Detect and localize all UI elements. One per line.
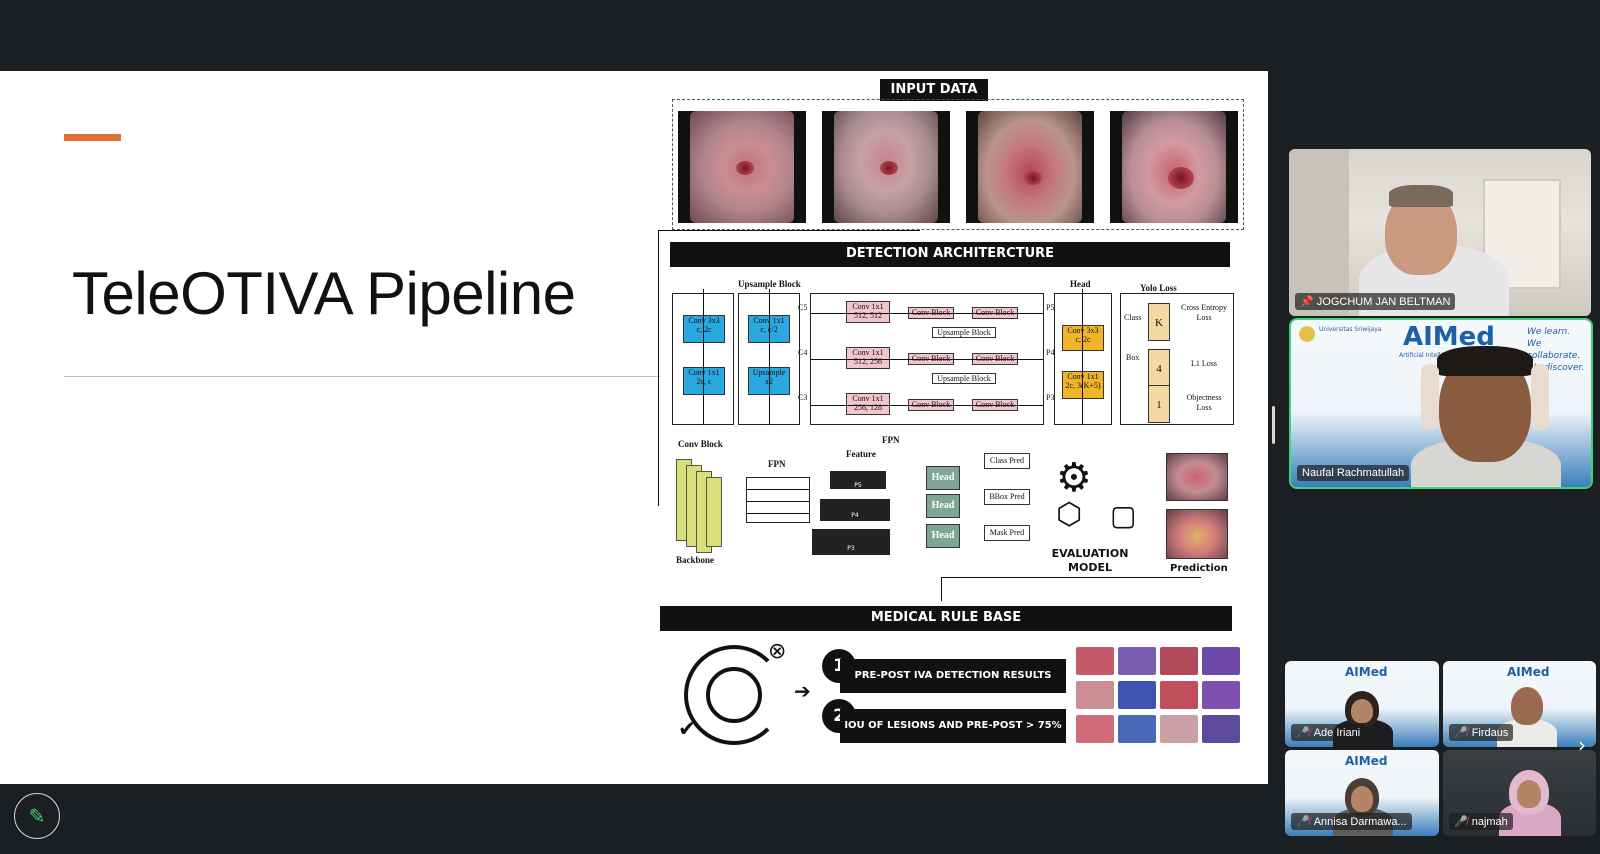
magnifier-icon [706, 667, 762, 723]
mic-muted-icon: 🎤̸ [1454, 816, 1468, 828]
participant-name-tag: 🎤̸Annisa Darmawa... [1291, 813, 1412, 830]
accent-bar [64, 134, 121, 141]
shared-slide: TeleOTIVA Pipeline INPUT DATA DETECTION … [0, 71, 1268, 784]
gear-icon: ⚙ [1056, 455, 1092, 501]
fpn-label: FPN [768, 459, 786, 469]
input-image-3 [966, 111, 1094, 223]
medical-rule-base-label: MEDICAL RULE BASE [660, 606, 1232, 631]
head-block-1: Head [926, 466, 960, 490]
headphone-icon [1421, 364, 1439, 430]
rule-1: PRE-POST IVA DETECTION RESULTS [840, 659, 1066, 693]
slide-title: TeleOTIVA Pipeline [72, 260, 576, 327]
rule-2: IOU OF LESIONS AND PRE-POST > 75% [840, 709, 1066, 743]
participant-tile-2[interactable]: Universitas Sriwijaya AIMed Artificial I… [1289, 318, 1593, 489]
university-logo-icon [1299, 326, 1315, 342]
aimed-tagline: We learn. We collaborate. We discover. [1527, 327, 1585, 373]
backbone-label: Backbone [676, 555, 715, 565]
input-image-2 [822, 111, 950, 223]
panel-resize-handle[interactable] [1272, 406, 1275, 444]
head-title: Head [1070, 279, 1091, 289]
mic-muted-icon: 🎤̸ [1296, 816, 1310, 828]
conv-block-label: Conv Block [678, 439, 723, 449]
participant-name-tag: 🎤̸Ade Iriani [1291, 724, 1366, 741]
participant-name-tag: Naufal Rachmatullah [1297, 465, 1410, 481]
evaluation-model-label: EVALUATION MODEL [1051, 547, 1129, 574]
participant-tile-6[interactable]: 🎤̸najmah [1443, 750, 1596, 836]
upsample-block-title: Upsample Block [738, 279, 801, 289]
pin-icon: 📌 [1300, 296, 1317, 308]
pipeline-figure: INPUT DATA DETECTION ARCHITERCTURE Conv … [658, 79, 1264, 781]
participant-tile-1[interactable]: 📌 JOGCHUM JAN BELTMAN [1289, 149, 1591, 316]
prediction-label: Prediction [1170, 563, 1228, 574]
title-divider [64, 376, 660, 377]
participant-name-tag: 📌 JOGCHUM JAN BELTMAN [1295, 293, 1456, 310]
pencil-icon: ✎ [28, 804, 46, 828]
participant-name-tag: 🎤̸Firdaus [1449, 724, 1514, 741]
participant-tile-5[interactable]: AIMed 🎤̸Annisa Darmawa... [1285, 750, 1439, 836]
fpn-label-2: FPN [882, 435, 900, 445]
mic-muted-icon: 🎤̸ [1296, 727, 1310, 739]
prediction-image-2 [1166, 509, 1228, 559]
detection-architecture-label: DETECTION ARCHITERCTURE [670, 242, 1230, 267]
yolo-loss-title: Yolo Loss [1140, 283, 1177, 293]
head-block-3: Head [926, 524, 960, 548]
input-data-box [672, 99, 1244, 230]
check-icon: ✔ [678, 717, 697, 742]
prediction-image-1 [1166, 453, 1228, 501]
head-block-2: Head [926, 494, 960, 518]
input-image-4 [1110, 111, 1238, 223]
annotate-button[interactable]: ✎ [14, 793, 60, 839]
analysis-cycle-icon [684, 645, 784, 745]
network-cube-icon: ⬡ [1056, 497, 1083, 532]
cross-icon: ⊗ [768, 639, 787, 664]
feature-label: Feature [846, 449, 876, 459]
arrow-right-icon: ➔ [794, 679, 811, 703]
university-label: Universitas Sriwijaya [1319, 326, 1382, 333]
input-data-label: INPUT DATA [880, 79, 988, 101]
mic-muted-icon: 🎤̸ [1454, 727, 1468, 739]
participant-tile-4[interactable]: AIMed 🎤̸Firdaus [1443, 661, 1596, 747]
participant-name-tag: 🎤̸najmah [1449, 813, 1513, 830]
input-image-1 [678, 111, 806, 223]
participant-tile-3[interactable]: AIMed 🎤̸Ade Iriani [1285, 661, 1439, 747]
cube-icon: ▢ [1110, 499, 1137, 532]
next-page-chevron-icon[interactable]: › [1578, 733, 1586, 757]
